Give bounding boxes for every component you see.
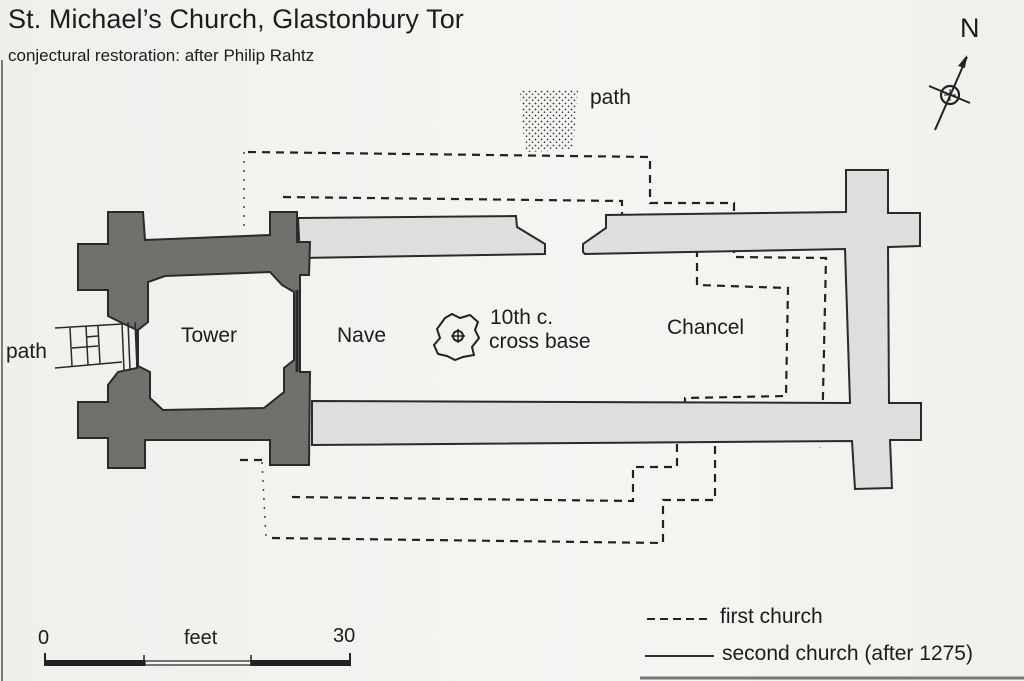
label-cross-base-line1: 10th c. <box>490 306 554 329</box>
legend-first-church: first church <box>720 605 823 628</box>
second-church-walls <box>296 169 922 491</box>
north-arrow-icon <box>928 55 971 131</box>
label-chancel: Chancel <box>667 316 745 339</box>
north-path-area <box>520 90 578 152</box>
first-church-west-trace <box>243 152 267 539</box>
label-cross-base-line2: cross base <box>489 330 591 353</box>
scale-bar <box>44 653 351 666</box>
scale-end-label: 30 <box>333 625 356 647</box>
scale-unit-label: feet <box>184 627 218 649</box>
tower <box>77 211 312 469</box>
scale-start-label: 0 <box>38 627 50 649</box>
legend-second-church: second church (after 1275) <box>722 642 973 665</box>
label-nave: Nave <box>337 324 387 347</box>
page-subtitle: conjectural restoration: after Philip Ra… <box>8 46 315 65</box>
west-path-paving <box>54 321 138 371</box>
label-path-north: path <box>590 86 631 109</box>
label-tower: Tower <box>181 324 238 347</box>
nave-north-wall-west <box>296 214 546 260</box>
cross-base-icon <box>432 312 481 362</box>
compass-label: N <box>960 13 980 43</box>
chancel-and-east-end <box>311 169 922 491</box>
page-title: St. Michael’s Church, Glastonbury Tor <box>8 4 464 34</box>
label-path-west: path <box>6 340 47 363</box>
